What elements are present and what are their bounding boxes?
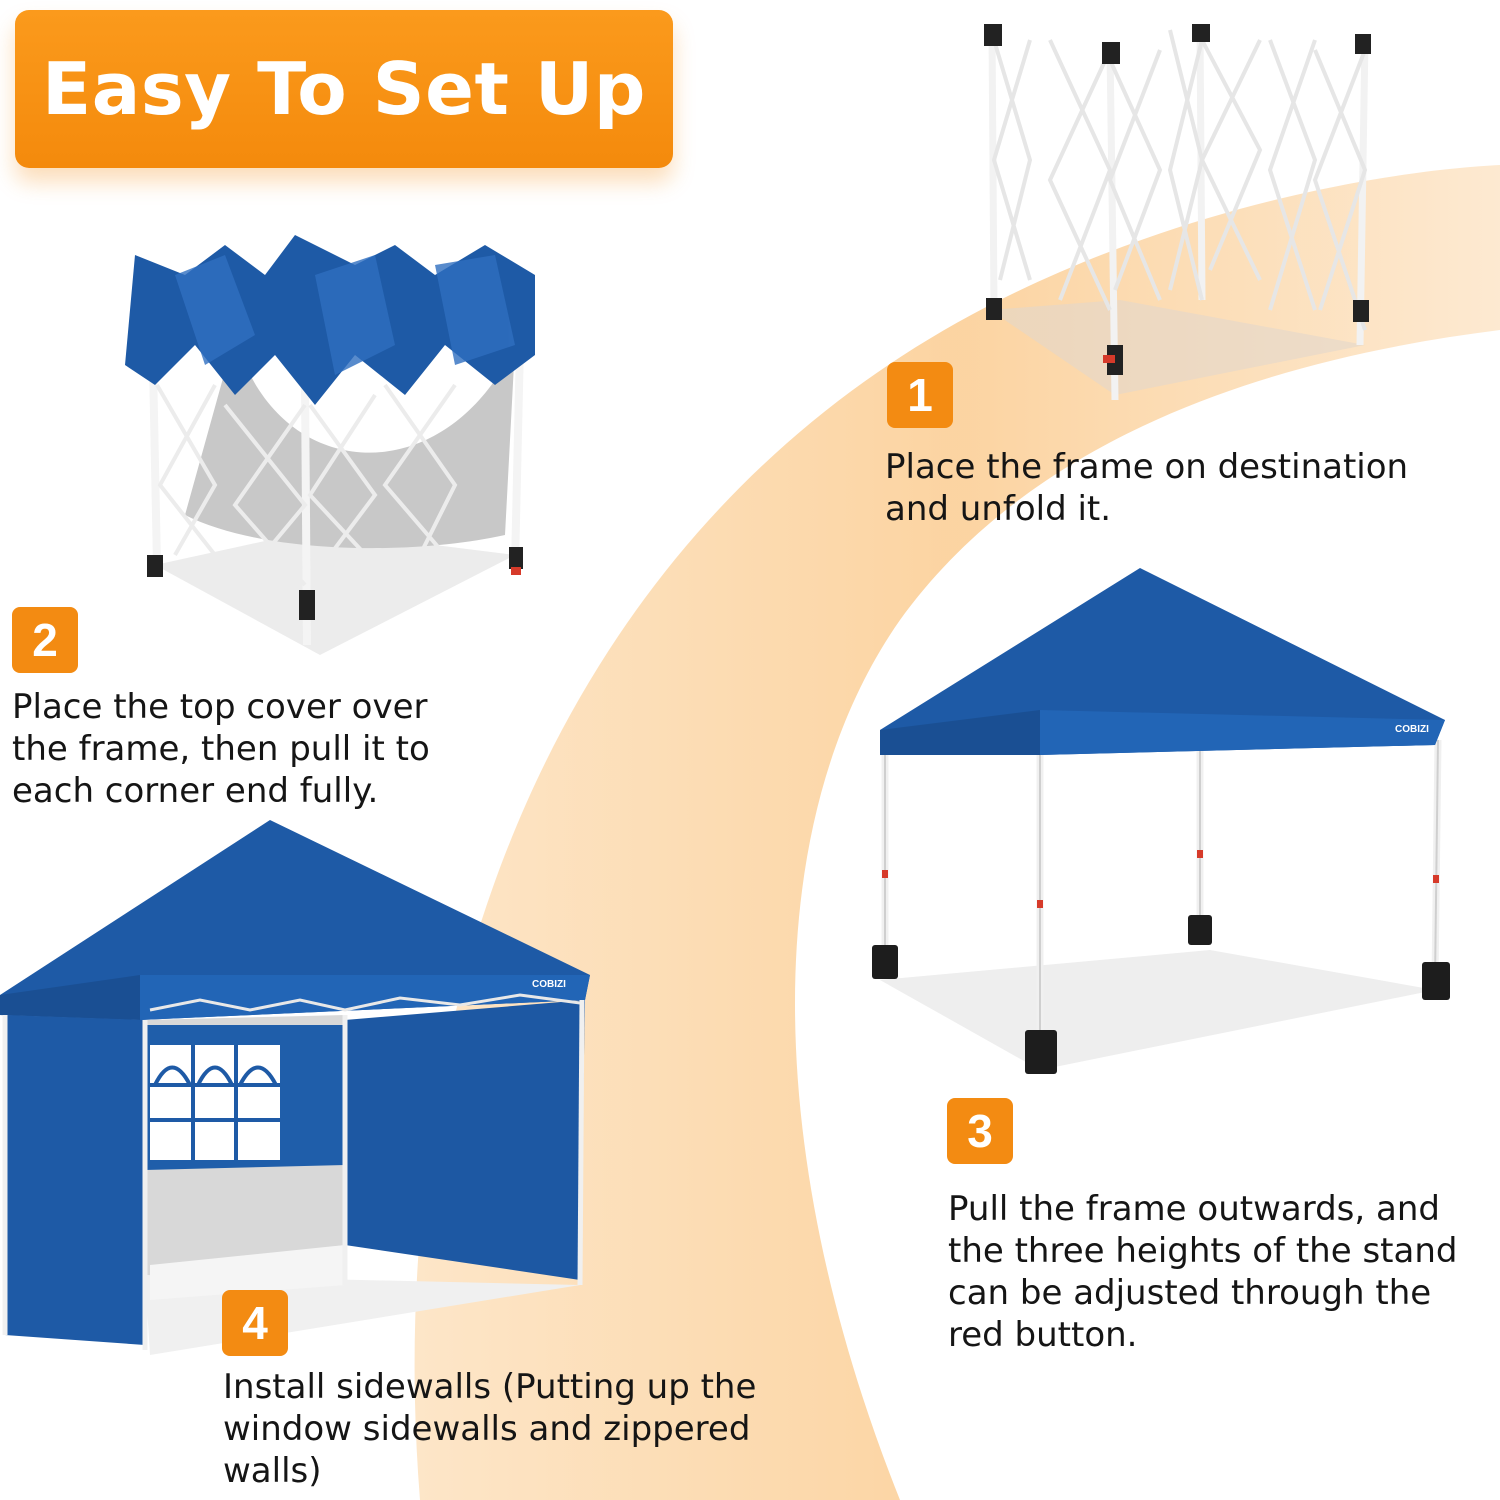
step-1-text: Place the frame on destination and unfol… <box>885 446 1485 530</box>
step-2-badge: 2 <box>12 607 78 673</box>
step-1-text-line: and unfold it. <box>885 489 1112 529</box>
step-1-badge: 1 <box>887 362 953 428</box>
step-4-text: Install sidewalls (Putting up the window… <box>223 1366 823 1492</box>
brand-label: COBIZI <box>532 979 566 990</box>
step-4-text-line: window sidewalls and zippered <box>223 1409 751 1449</box>
step-2-text-line: Place the top cover over <box>12 687 428 727</box>
step-4-text-line: Install sidewalls (Putting up the <box>223 1367 757 1407</box>
brand-label: COBIZI <box>1395 724 1429 735</box>
step-3-text: Pull the frame outwards, and the three h… <box>948 1188 1493 1356</box>
sidewall-window <box>150 1045 280 1160</box>
step-3-badge: 3 <box>947 1098 1013 1164</box>
title-banner: Easy To Set Up <box>15 10 673 168</box>
open-canopy-image: COBIZI <box>872 568 1450 1074</box>
folded-frame-image <box>984 24 1371 401</box>
step-1-text-line: Place the frame on destination <box>885 447 1409 487</box>
page-title: Easy To Set Up <box>42 47 646 131</box>
step-3-text-line: red button. <box>948 1315 1138 1355</box>
step-2-text-line: each corner end fully. <box>12 771 379 811</box>
step-3-text-line: Pull the frame outwards, and <box>948 1189 1440 1229</box>
step-4-text-line: walls) <box>223 1451 322 1491</box>
step-3-text-line: the three heights of the stand <box>948 1231 1458 1271</box>
step-2-text: Place the top cover over the frame, then… <box>12 686 482 812</box>
frame-with-cover-image <box>125 235 535 655</box>
step-3-text-line: can be adjusted through the <box>948 1273 1432 1313</box>
step-4-badge: 4 <box>222 1290 288 1356</box>
canopy-with-sidewalls-image: COBIZI <box>0 820 590 1355</box>
step-2-text-line: the frame, then pull it to <box>12 729 430 769</box>
